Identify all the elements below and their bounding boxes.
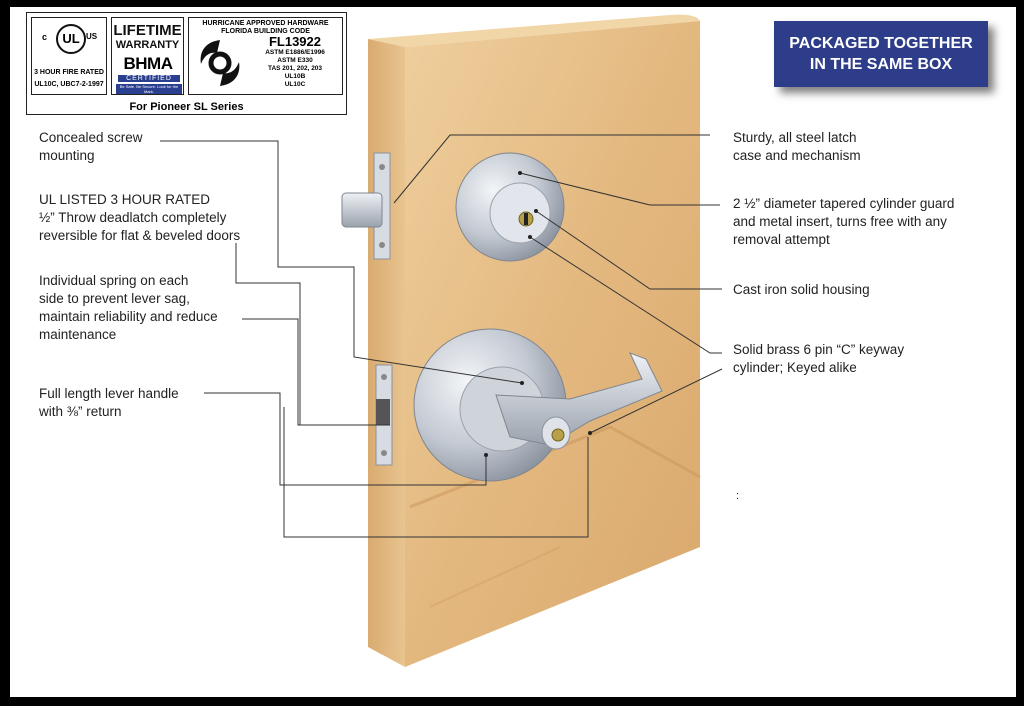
label-cylinder-guard: 2 ½” diameter tapered cylinder guard and… [733,196,955,247]
door-top [368,14,700,48]
label-concealed-screw: Concealed screw mounting [39,130,143,163]
cert-footer: For Pioneer SL Series [129,101,244,113]
tas-codes: TAS 201, 202, 203 [267,65,323,72]
door-edge [368,39,405,667]
bhma-tagline: Be Safe. Be Secure. Look for the Mark. [116,84,182,94]
ul-fire-rating: 3 HOUR FIRE RATED [34,69,104,76]
badge-line-2: IN THE SAME BOX [809,56,953,73]
lever-handle [495,352,663,446]
label-sturdy-latch: Sturdy, all steel latch case and mechani… [733,130,861,163]
warranty-text: WARRANTY [115,39,180,51]
label-solid-brass: Solid brass 6 pin “C” keyway cylinder; K… [733,342,905,375]
ul-c-mark: c [42,32,48,42]
warranty-box: LIFETIME WARRANTY BHMA CERTIFIED Be Safe… [111,17,184,95]
ul-us-mark: US [86,32,98,41]
label-cast-iron: Cast iron solid housing [733,282,870,297]
ul-code: UL10C, UBC7-2-1997 [34,81,104,88]
hurricane-text: HURRICANE APPROVED HARDWARE [202,20,329,27]
ul10b-code: UL10B [284,73,306,80]
bhma-logo: BHMA [123,54,174,73]
astm-1: ASTM E1886/E1996 [265,49,325,56]
packaged-together-badge: PACKAGED TOGETHER IN THE SAME BOX [774,21,988,87]
product-frame: c UL US 3 HOUR FIRE RATED UL10C, UBC7-2-… [10,7,1016,697]
hurricane-box: HURRICANE APPROVED HARDWARE FLORIDA BUIL… [188,17,343,95]
ul-listing-box: c UL US 3 HOUR FIRE RATED UL10C, UBC7-2-… [31,17,107,95]
hurricane-icon [200,40,240,86]
lockset-illustration [160,14,723,667]
deadbolt-bolt [341,192,383,228]
florida-text: FLORIDA BUILDING CODE [221,28,310,35]
label-lever-handle: Full length lever handle with ⅜” return [39,386,179,419]
label-ul-listed: UL LISTED 3 HOUR RATED ½” Throw deadlatc… [39,192,241,243]
lifetime-text: LIFETIME [113,22,182,39]
bhma-certified: CERTIFIED [118,75,180,82]
lever-keyway-icon [551,428,565,442]
badge-line-1: PACKAGED TOGETHER [789,35,973,52]
astm-2: ASTM E330 [277,57,313,64]
fl-number: FL13922 [268,34,322,49]
ul10c-code: UL10C [284,81,306,88]
label-spring: Individual spring on each side to preven… [39,273,218,342]
ul-logo-icon: UL [56,24,86,54]
certification-panel: c UL US 3 HOUR FIRE RATED UL10C, UBC7-2-… [26,12,347,115]
stray-mark: : [736,490,740,502]
